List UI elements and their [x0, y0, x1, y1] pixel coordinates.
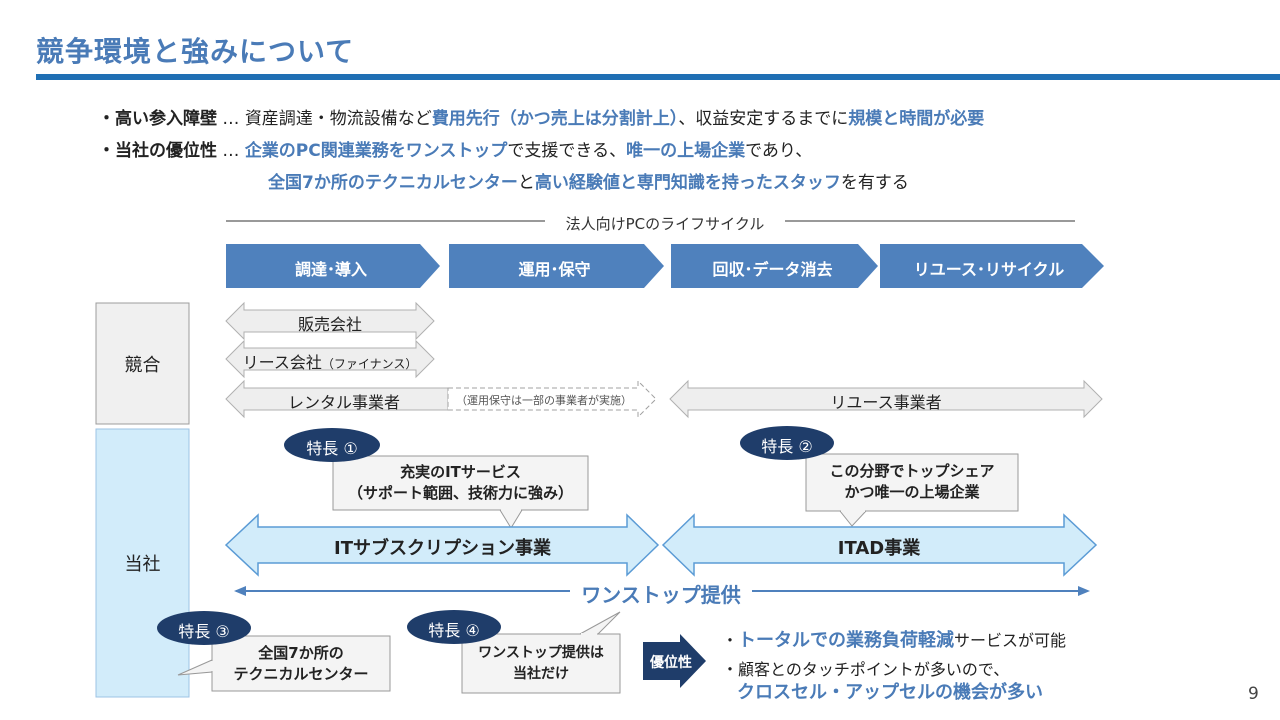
- bullet-barrier: ・高い参入障壁 … 資産調達・物流設備など費用先行（かつ売上は分割計上）、収益安…: [98, 109, 985, 129]
- page-title: 競争環境と強みについて: [36, 35, 355, 68]
- title-underline: [36, 74, 1280, 80]
- feature4-text: ワンストップ提供は当社だけ: [478, 645, 604, 682]
- feature2-text: この分野でトップシェアかつ唯一の上場企業: [829, 462, 995, 501]
- feature2-tag: 特長 ②: [761, 437, 813, 456]
- feature4-tag: 特長 ④: [428, 621, 480, 640]
- stage-arrow-recover: [671, 244, 878, 288]
- rental-company-label: レンタル事業者: [287, 393, 400, 412]
- bullet-advantage-cont: 全国7か所のテクニカルセンターと高い経験値と専門知識を持ったスタッフを有する: [268, 173, 909, 193]
- feature3-pill: [157, 611, 251, 645]
- rental-note: （運用保守は一部の事業者が実施）: [456, 394, 632, 407]
- it-business-arrow: [224, 513, 660, 577]
- sales-company-label: 販売会社: [297, 315, 362, 334]
- feature1-box: [332, 455, 589, 511]
- stage-arrow-operate: [449, 244, 664, 288]
- feature3-text: 全国7か所のテクニカルセンター: [233, 644, 369, 683]
- feature1-pill: [284, 428, 380, 462]
- reuse-company-label: リユース事業者: [830, 393, 942, 412]
- stage-arrow-reuse: [880, 244, 1104, 288]
- page-number: 9: [1248, 684, 1259, 704]
- reuse-arrow: [669, 379, 1103, 419]
- it-business-label: ITサブスクリプション事業: [334, 538, 551, 559]
- sales-arrow: [225, 301, 435, 341]
- company-side-box: [95, 428, 190, 698]
- feature3-box: [211, 635, 391, 692]
- stage-label-reuse: リユース･リサイクル: [913, 260, 1065, 279]
- feature4-box: [461, 633, 621, 694]
- itad-business-label: ITAD事業: [837, 538, 921, 559]
- advantage-item-1: ・トータルでの業務負荷軽減サービスが可能: [722, 630, 1067, 651]
- advantage-label: 優位性: [650, 655, 692, 671]
- advantage-arrow: [643, 634, 706, 688]
- bullet-advantage: ・当社の優位性 … 企業のPC関連業務をワンストップで支援できる、唯一の上場企業…: [98, 141, 813, 161]
- rental-dashed-arrow: [447, 379, 657, 419]
- competitor-label: 競合: [124, 354, 161, 376]
- feature2-pointer: [838, 510, 868, 527]
- lease-arrow: [225, 339, 435, 379]
- company-label: 当社: [124, 554, 161, 575]
- onestop-label: ワンストップ提供: [581, 583, 741, 607]
- lifecycle-caption: 法人向けPCのライフサイクル: [545, 213, 785, 234]
- itad-business-arrow: [661, 513, 1098, 577]
- feature2-pill: [740, 426, 834, 460]
- advantage-item-2-highlight: クロスセル・アップセルの機会が多い: [737, 682, 1043, 703]
- feature2-box: [805, 453, 1019, 512]
- lease-company-label: リース会社（ファイナンス）: [242, 353, 418, 372]
- feature1-tag: 特長 ①: [306, 439, 358, 458]
- feature4-pill: [407, 610, 501, 644]
- advantage-item-2: ・顧客とのタッチポイントが多いので、: [722, 660, 1010, 679]
- stage-arrow-procure: [226, 244, 440, 288]
- stage-label-recover: 回収･データ消去: [712, 260, 833, 279]
- stage-label-procure: 調達･導入: [294, 260, 367, 279]
- stage-label-operate: 運用･保守: [518, 260, 591, 279]
- competitor-side-box: [95, 302, 190, 425]
- feature4-pointer: [579, 611, 621, 635]
- feature1-text: 充実のITサービス（サポート範囲、技術力に強み）: [347, 463, 573, 502]
- feature3-tag: 特長 ③: [178, 622, 230, 641]
- feature1-pointer: [499, 509, 523, 529]
